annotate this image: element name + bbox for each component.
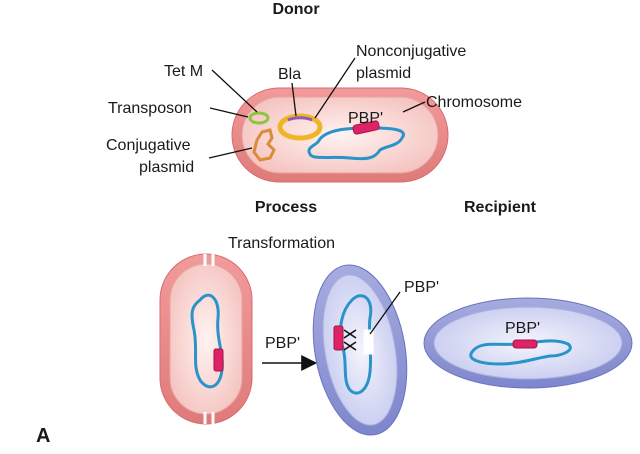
transposon-element (248, 111, 270, 125)
heading-process: Process (255, 199, 317, 216)
bla-plasmid-ring (277, 113, 323, 141)
label-fragment-pbp: PBP' (404, 279, 439, 296)
label-bla: Bla (278, 66, 301, 83)
conjugative-plasmid-dna (252, 128, 276, 162)
donor-cell (231, 87, 449, 183)
heading-recipient: Recipient (464, 199, 537, 216)
heading-donor: Donor (272, 1, 319, 18)
label-arrow-pbp: PBP' (265, 335, 300, 352)
pink-cell-dna (190, 293, 224, 389)
donor-pbp-gene (352, 120, 380, 135)
label-chromosome: Chromosome (426, 94, 522, 111)
panel-letter: A (36, 425, 50, 447)
fragment-leader-line (369, 291, 401, 335)
label-donor-pbp: PBP' (348, 110, 383, 127)
label-transformation: Transformation (228, 235, 335, 252)
label-transposon: Transposon (108, 100, 192, 117)
label-conjugative-1: Conjugative (106, 137, 191, 154)
transformation-cell-blue (312, 264, 408, 436)
label-nonconjugative-1: Nonconjugative (356, 43, 466, 60)
transformation-cell-pink (159, 253, 253, 425)
pink-cell-pbp-gene (213, 348, 224, 372)
incoming-dna-fragment (363, 329, 374, 355)
label-tet-m: Tet M (164, 63, 203, 80)
label-nonconjugative-2: plasmid (356, 65, 411, 82)
crossover-marks (343, 329, 357, 351)
donor-leader-lines (208, 57, 426, 159)
blue-cell-pbp-gene (333, 325, 344, 351)
bla-gene (287, 116, 313, 122)
label-recipient-pbp: PBP' (505, 320, 540, 337)
label-conjugative-2: plasmid (139, 159, 194, 176)
recipient-pbp-gene (512, 339, 538, 349)
